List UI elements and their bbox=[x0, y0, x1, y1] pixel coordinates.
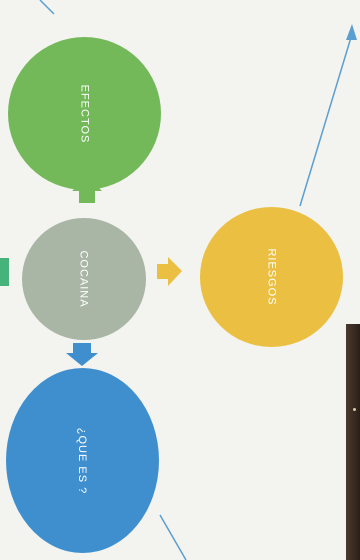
node-que-es-label: ¿QUE ES ? bbox=[76, 427, 89, 494]
node-efectos: EFECTOS bbox=[8, 37, 161, 190]
connector-quees-down bbox=[159, 514, 187, 560]
connector-riesgos-up bbox=[299, 33, 353, 207]
connector-top-left bbox=[39, 0, 55, 15]
photo-edge-detail bbox=[353, 408, 356, 411]
photo-edge bbox=[346, 324, 360, 560]
left-edge-shape bbox=[0, 258, 9, 286]
node-que-es: ¿QUE ES ? bbox=[6, 368, 159, 553]
arrow-up-efectos-icon bbox=[72, 177, 102, 203]
arrow-right-riesgos-icon bbox=[157, 257, 182, 286]
node-riesgos-label: RIESGOS bbox=[265, 248, 278, 306]
node-riesgos: RIESGOS bbox=[200, 207, 343, 347]
node-efectos-label: EFECTOS bbox=[78, 84, 91, 143]
arrow-down-quees-icon bbox=[66, 343, 98, 366]
node-cocaina: COCAINA bbox=[22, 218, 146, 340]
node-cocaina-label: COCAINA bbox=[78, 250, 90, 308]
connector-arrowhead-icon bbox=[346, 24, 357, 40]
